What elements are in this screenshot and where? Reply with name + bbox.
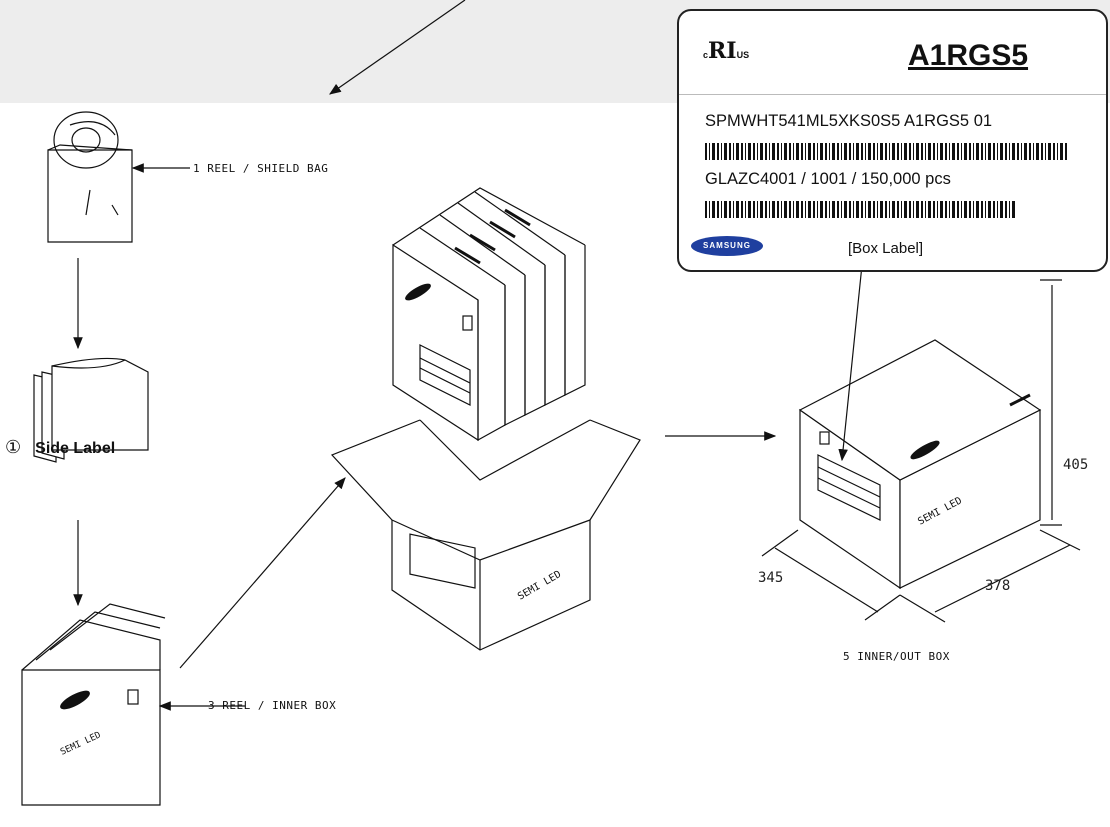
inner-box-label: 3 REEL / INNER BOX xyxy=(208,699,337,712)
barcode-2 xyxy=(705,201,1015,218)
dimension-width: 345 xyxy=(758,570,784,586)
outer-box-label: 5 INNER/OUT BOX xyxy=(843,650,950,663)
bag-stack-icon xyxy=(33,357,149,463)
ul-mark-icon: c𝐑𝐈US xyxy=(703,38,750,64)
dimension-height: 405 xyxy=(1063,457,1089,473)
side-label-text: Side Label xyxy=(35,440,116,457)
box-label-model: A1RGS5 xyxy=(908,39,1029,72)
box-label-divider xyxy=(679,94,1106,95)
side-label-number: ① xyxy=(5,437,22,457)
side-label: ① Side Label xyxy=(5,437,115,458)
box-label-line1: SPMWHT541ML5XKS0S5 A1RGS5 01 xyxy=(705,112,993,130)
svg-text:SEMI LED: SEMI LED xyxy=(59,730,103,757)
dimension-depth: 378 xyxy=(985,578,1011,594)
box-label-pointer xyxy=(838,264,863,462)
samsung-logo: SAMSUNG xyxy=(691,236,763,256)
outer-box-open-icon: SEMI LED xyxy=(330,187,641,651)
arrow-from-top xyxy=(329,0,466,95)
box-label-caption: [Box Label] xyxy=(848,240,924,257)
box-label-callout: c𝐑𝐈US A1RGS5 SPMWHT541ML5XKS0S5 A1RGS5 0… xyxy=(677,9,1108,272)
box-label-line2: GLAZC4001 / 1001 / 150,000 pcs xyxy=(705,170,951,188)
reel-bag-label: 1 REEL / SHIELD BAG xyxy=(193,162,329,175)
shield-bag-icon xyxy=(47,111,133,243)
outer-box-closed-icon: SEMI LED xyxy=(761,279,1081,623)
svg-text:SEMI LED: SEMI LED xyxy=(516,569,563,603)
inner-box-icon: SEMI LED xyxy=(21,603,166,806)
barcode-1 xyxy=(705,143,1067,160)
